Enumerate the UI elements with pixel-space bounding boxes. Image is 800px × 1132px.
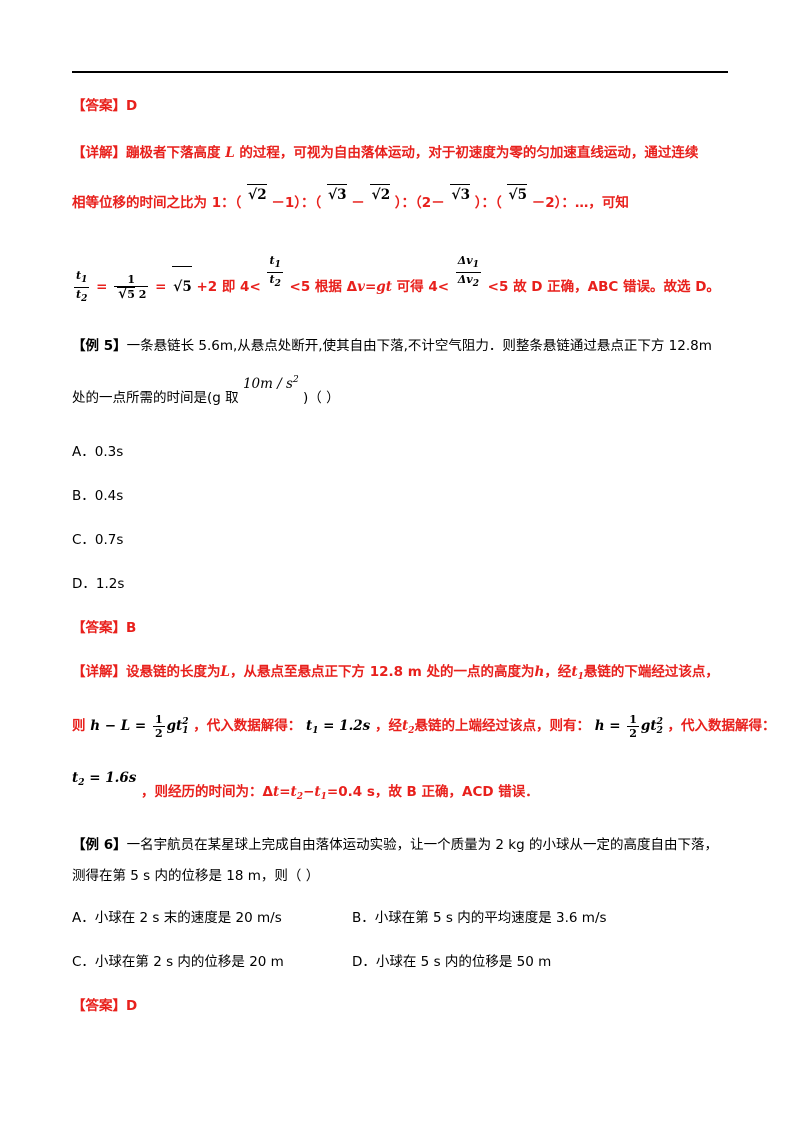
answer-1: 【答案】D — [72, 98, 138, 114]
example-6-option-d: D．小球在 5 s 内的位移是 50 m — [352, 954, 552, 970]
detail-2-line-1: 【详解】设悬链的长度为L，从悬点至悬点正下方 12.8 m 处的一点的高度为h，… — [72, 664, 719, 682]
answer-2: 【答案】B — [72, 620, 137, 636]
example-6-option-c: C．小球在第 2 s 内的位移是 20 m — [72, 954, 284, 970]
example-5-option-a: A．0.3s — [72, 444, 124, 460]
fraction-one-over-root5: 1√5 2 — [114, 273, 149, 301]
example-6-option-b: B．小球在第 5 s 内的平均速度是 3.6 m/s — [352, 910, 607, 926]
example-6-option-a: A．小球在 2 s 末的速度是 20 m/s — [72, 910, 282, 926]
answer-3: 【答案】D — [72, 998, 138, 1014]
example-5-option-b: B．0.4s — [72, 488, 124, 504]
example-5-option-d: D．1.2s — [72, 576, 125, 592]
example-5-line-1: 【例 5】一条悬链长 5.6m,从悬点处断开,使其自由下落,不计空气阻力．则整条… — [72, 338, 712, 354]
example-5-line-2: 处的一点所需的时间是(g 取 10m / s2 )（ ） — [72, 375, 340, 406]
detail-2-line-3: t2 = 1.6s ，则经历的时间为：Δt=t2−t1=0.4 s，故 B 正确… — [72, 770, 539, 802]
detail-1-line-2: 相等位移的时间之比为 1：（ √2 －1）：（ √3 － √2 ）：（2－ √3… — [72, 184, 732, 218]
example-5-option-c: C．0.7s — [72, 532, 124, 548]
example-6-line-1: 【例 6】一名宇航员在某星球上完成自由落体运动实验，让一个质量为 2 kg 的小… — [72, 837, 718, 853]
detail-1-line-1: 【详解】蹦极者下落高度 L 的过程，可视为自由落体运动，对于初速度为零的匀加速直… — [72, 145, 699, 161]
example-6-line-2: 测得在第 5 s 内的位移是 18 m，则（ ） — [72, 868, 320, 884]
header-rule — [72, 71, 728, 73]
